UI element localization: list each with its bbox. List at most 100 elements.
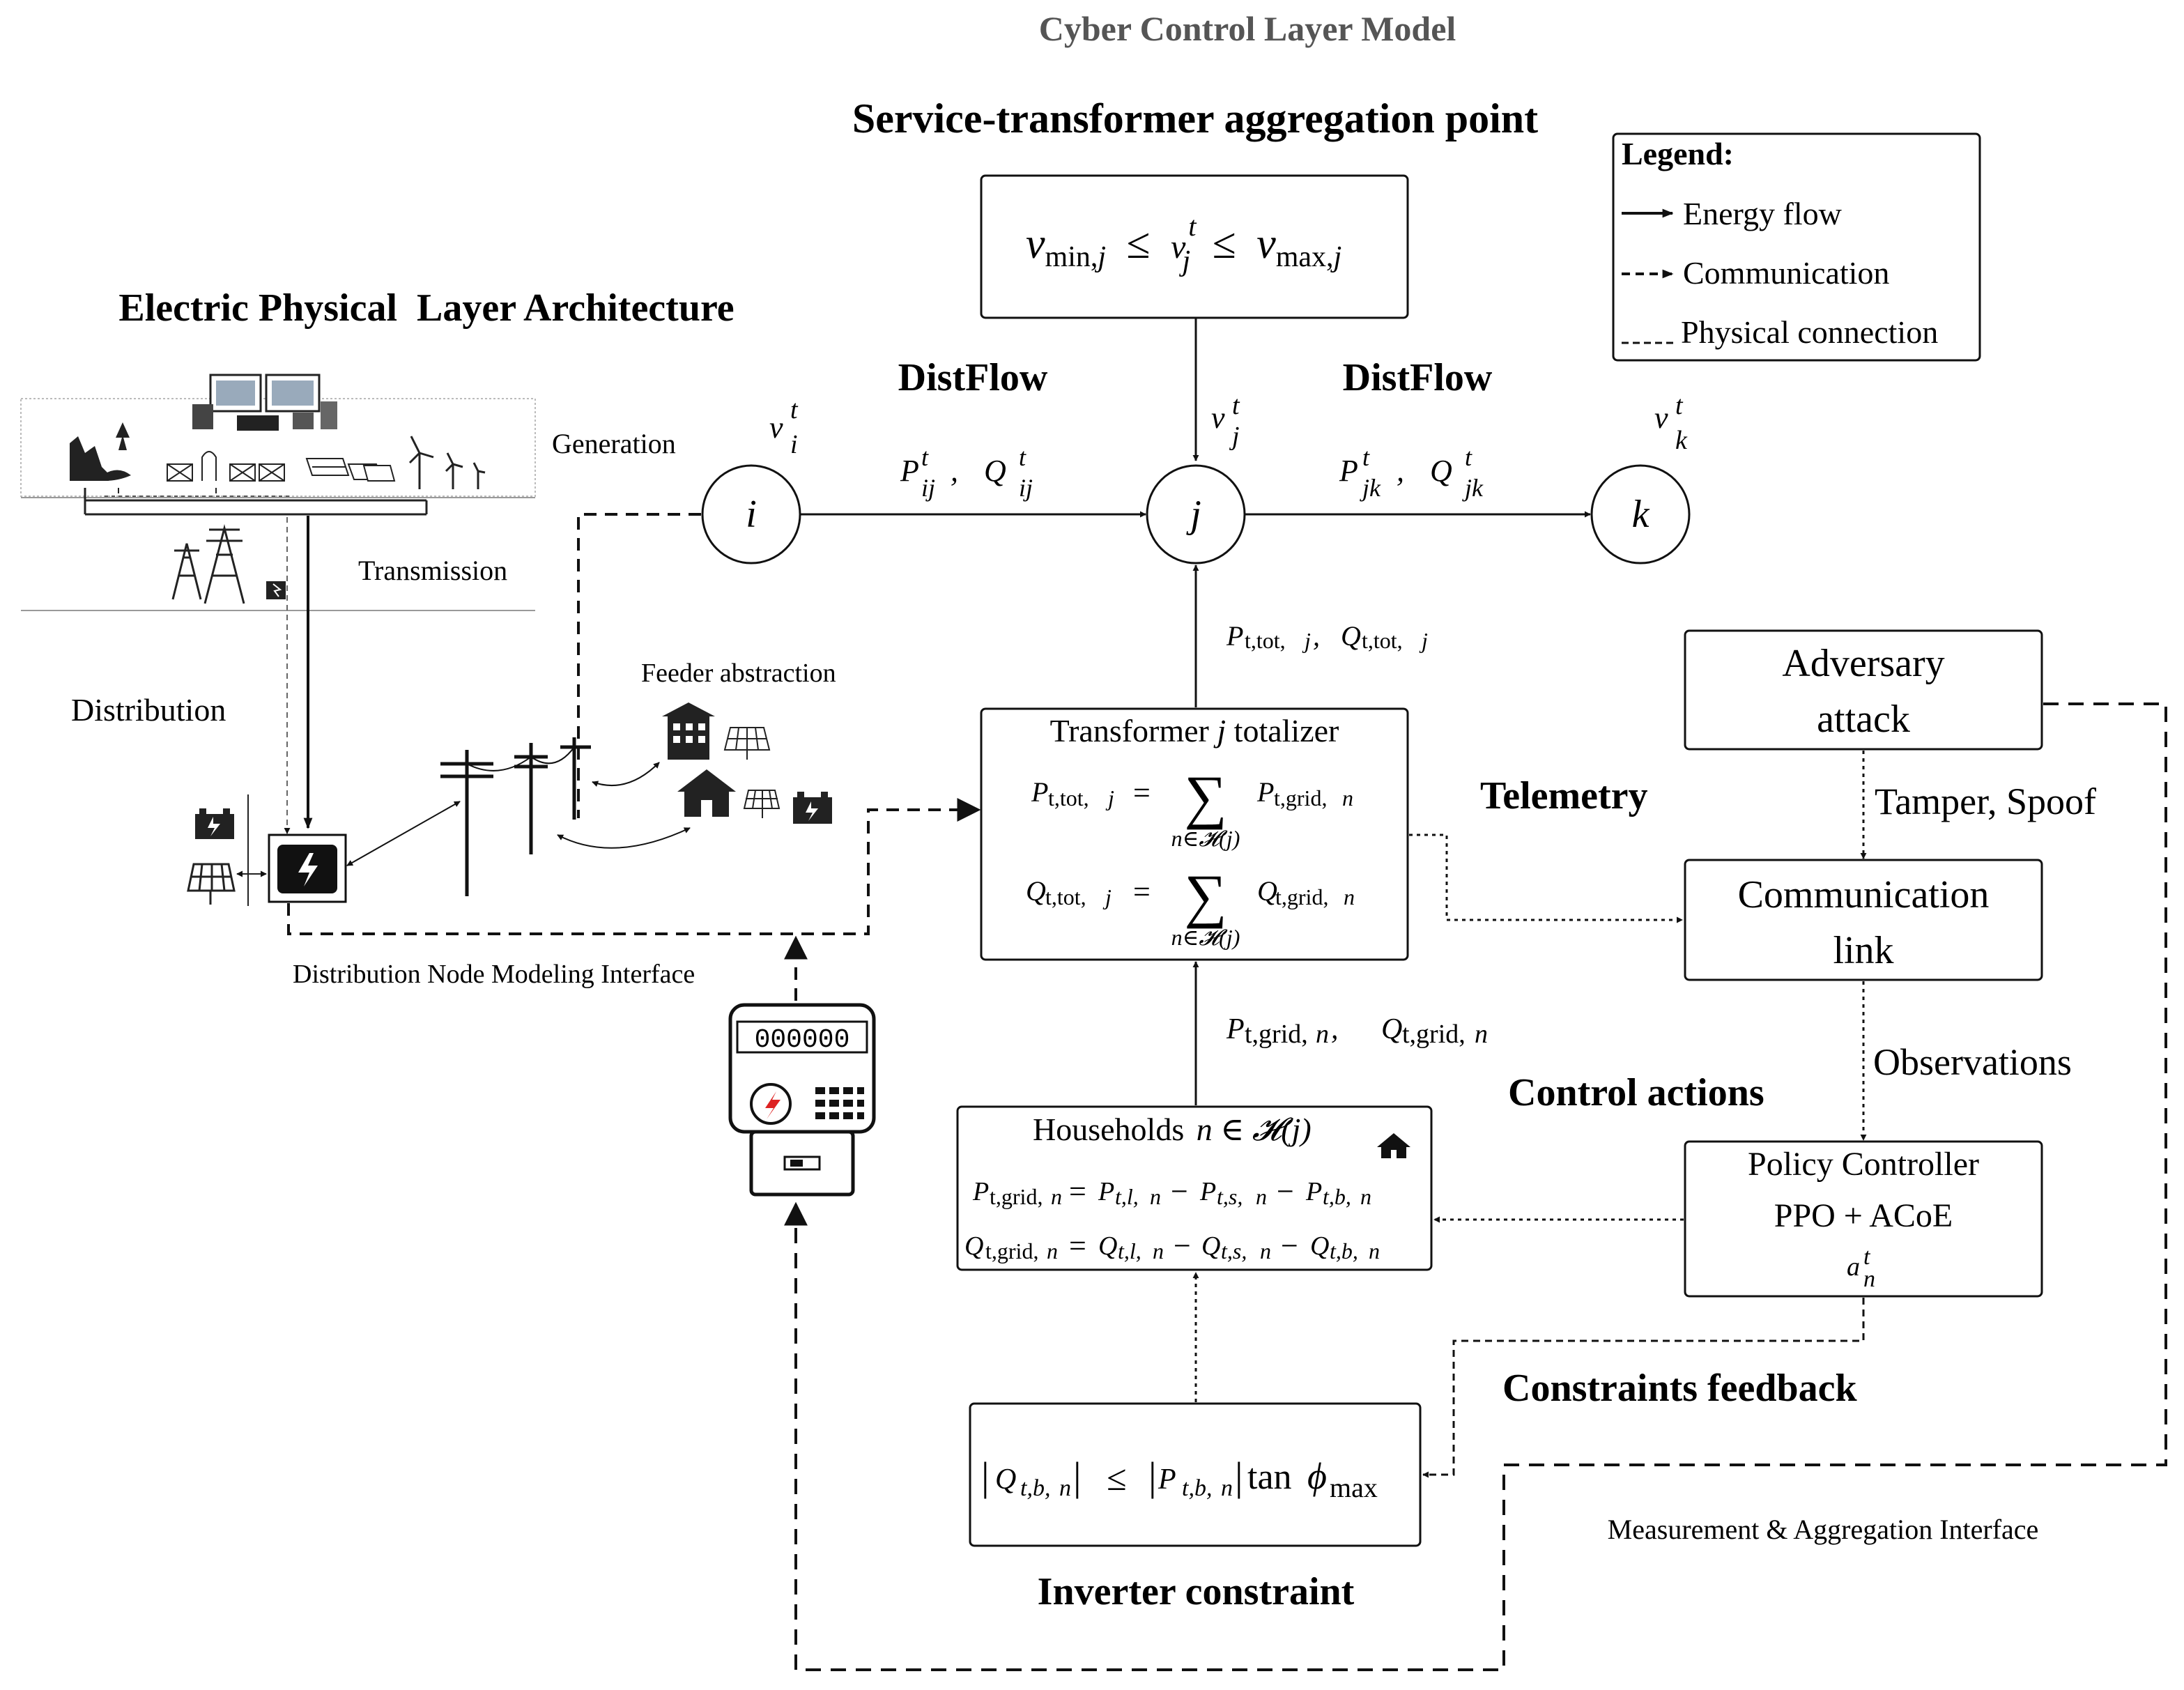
distribution-to-totalizer-arrow bbox=[287, 798, 981, 935]
grid-label-q: Q bbox=[1381, 1013, 1402, 1045]
inverter-constraint-box: | Q t,b, n | ≤ | P t,b, n | tan ϕ max bbox=[969, 1402, 1422, 1547]
adversary-line1: Adversary bbox=[1782, 642, 1944, 685]
qjk-sub: jk bbox=[1462, 474, 1484, 502]
grid-label-comma: , bbox=[1331, 1013, 1339, 1045]
comm-link-line1: Communication bbox=[1738, 873, 1990, 916]
totalizer-q-rhs-sub: t,grid, bbox=[1275, 884, 1328, 909]
inverter-constraint-label: Inverter constraint bbox=[1038, 1570, 1355, 1613]
adversary-line2: attack bbox=[1817, 698, 1910, 741]
svg-text:vmin,j ≤ vtj: vmin,j ≤ vtj ≤ vmax,j bbox=[1026, 210, 1341, 280]
node-voltage-vj: v t j bbox=[1211, 391, 1240, 451]
inv-max: max bbox=[1330, 1472, 1378, 1503]
transformer-totalizer-box: Transformer j totalizer P t,tot, j = ∑ n… bbox=[980, 707, 1409, 961]
tot-label-p: P bbox=[1226, 620, 1243, 652]
pij-p: P bbox=[900, 454, 919, 488]
transmission-tower-icon bbox=[171, 524, 245, 604]
pjk-t: t bbox=[1362, 443, 1370, 471]
households-title: Households n ∈ 𝓗(j) bbox=[1033, 1112, 1312, 1147]
inv-q: Q bbox=[995, 1464, 1016, 1496]
grid-label-pn: n bbox=[1316, 1020, 1329, 1049]
jk-comma: , bbox=[1397, 454, 1404, 488]
vk-v: v bbox=[1654, 401, 1668, 435]
inv-bar4: | bbox=[1235, 1454, 1243, 1499]
physical-layer-illustration bbox=[20, 374, 832, 906]
meter-digits: 000000 bbox=[755, 1025, 850, 1055]
hh-q-l: Q bbox=[1098, 1231, 1117, 1261]
policy-a: a bbox=[1847, 1252, 1860, 1282]
vi-i: i bbox=[790, 430, 798, 459]
hh-p-s-sub: t,s, bbox=[1217, 1184, 1243, 1209]
grid-label-qsub: t,grid, bbox=[1402, 1020, 1466, 1049]
hh-q-b-n: n bbox=[1369, 1238, 1380, 1263]
totalizer-q-lhs-j: j bbox=[1102, 884, 1112, 909]
totalizer-q-eq: = bbox=[1133, 875, 1151, 909]
transmission-label: Transmission bbox=[358, 555, 507, 586]
solar-panel-icon-feeder bbox=[723, 727, 771, 760]
hh-p-b-n: n bbox=[1360, 1184, 1371, 1209]
grid-label-qn: n bbox=[1475, 1020, 1488, 1049]
constraints-feedback-label: Constraints feedback bbox=[1502, 1367, 1858, 1410]
totalizer-q-sum: ∑ bbox=[1184, 862, 1226, 929]
physical-layer-title: Electric Physical Layer Architecture bbox=[118, 286, 734, 330]
totalizer-p-lhs-j: j bbox=[1105, 785, 1114, 811]
pij-t: t bbox=[921, 443, 929, 471]
policy-n: n bbox=[1863, 1266, 1875, 1292]
node-i: i bbox=[701, 464, 801, 564]
vj-j: j bbox=[1229, 422, 1240, 451]
totalizer-q-lhs-sub: t,tot, bbox=[1045, 884, 1086, 909]
totalizer-q-sum-under: n∈𝓗(j) bbox=[1171, 925, 1240, 950]
hh-p-b-sub: t,b, bbox=[1323, 1184, 1351, 1209]
inv-phi: ϕ bbox=[1307, 1455, 1327, 1497]
qij-t: t bbox=[1019, 443, 1026, 471]
inv-q-sub: t,b, bbox=[1020, 1475, 1050, 1501]
distflow-left-label: DistFlow bbox=[898, 356, 1048, 399]
inv-leq: ≤ bbox=[1107, 1459, 1127, 1498]
node-k-label: k bbox=[1632, 493, 1650, 536]
inv-tan: tan bbox=[1247, 1457, 1292, 1497]
inv-p: P bbox=[1158, 1464, 1176, 1496]
hh-q-grid: Q bbox=[964, 1231, 983, 1261]
vmax-j: j bbox=[1330, 241, 1342, 273]
vk-k: k bbox=[1675, 426, 1688, 455]
node-k: k bbox=[1590, 464, 1691, 564]
grid-flow-label: P t,grid, n , Q t,grid, n bbox=[1226, 1013, 1488, 1049]
solar-panel-icon-house bbox=[743, 790, 780, 818]
inv-bar3: | bbox=[1148, 1454, 1157, 1499]
telemetry-label: Telemetry bbox=[1480, 774, 1648, 817]
node-voltage-vk: v t k bbox=[1654, 391, 1688, 455]
hh-p-eq: = bbox=[1069, 1174, 1086, 1208]
policy-line2: PPO + ACoE bbox=[1774, 1197, 1953, 1234]
policy-controller-box: Policy Controller PPO + ACoE a t n bbox=[1684, 1140, 2043, 1298]
totalizer-q-lhs: Q bbox=[1026, 875, 1046, 907]
node-j: j bbox=[1146, 464, 1246, 564]
vt-t: t bbox=[1188, 210, 1197, 242]
hh-q-minus2: − bbox=[1281, 1229, 1298, 1263]
vmin-sub: min, bbox=[1045, 241, 1098, 273]
tot-label-qsub: t,tot, bbox=[1362, 628, 1403, 653]
hh-q-grid-sub: t,grid, bbox=[985, 1238, 1038, 1263]
hh-q-s-sub: t,s, bbox=[1221, 1238, 1247, 1263]
hh-q-grid-n: n bbox=[1047, 1238, 1058, 1263]
vi-v: v bbox=[769, 410, 783, 445]
vmax-v: v bbox=[1256, 220, 1276, 268]
node-i-interface-line bbox=[577, 513, 701, 818]
node-j-label: j bbox=[1186, 493, 1201, 536]
tot-label-pj: j bbox=[1302, 628, 1311, 653]
tamper-spoof-label: Tamper, Spoof bbox=[1875, 781, 2096, 822]
hh-p-minus2: − bbox=[1277, 1174, 1294, 1208]
qij-q: Q bbox=[984, 454, 1006, 488]
cyber-layer-title: Cyber Control Layer Model bbox=[1039, 9, 1456, 48]
totalizer-p-eq: = bbox=[1133, 776, 1151, 810]
adversary-attack-box: Adversary attack bbox=[1684, 629, 2043, 751]
households-box: Households n ∈ 𝓗(j) P t,grid, n = P t,l,… bbox=[956, 1105, 1433, 1271]
apartment-building-icon bbox=[662, 702, 715, 760]
hh-p-l: P bbox=[1098, 1177, 1114, 1206]
hh-p-grid: P bbox=[972, 1177, 989, 1206]
hydro-generation-icon bbox=[70, 422, 131, 481]
flow-label-ij: P t ij , Q t ij bbox=[900, 443, 1033, 502]
control-center-icon bbox=[192, 374, 337, 431]
telemetry-arrow bbox=[1409, 834, 1683, 923]
leq-1: ≤ bbox=[1127, 220, 1151, 268]
